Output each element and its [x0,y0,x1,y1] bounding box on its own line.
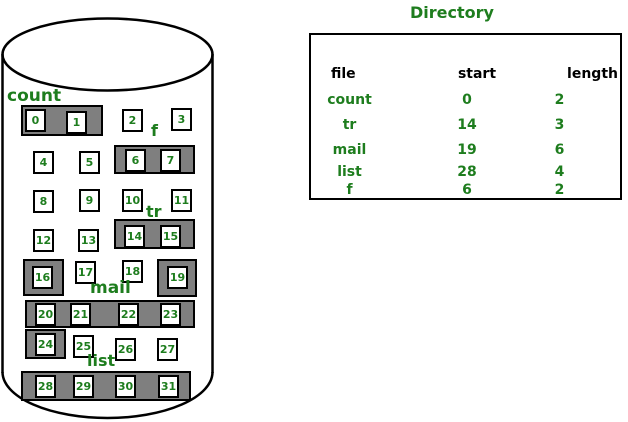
directory-row-tr: tr 14 3 [311,116,620,134]
directory-cell-file: f [346,182,353,198]
directory-cell-length: 2 [554,182,565,198]
disk-block-31: 31 [158,375,179,398]
disk-block-24: 24 [35,333,56,356]
directory-cell-start: 6 [462,182,472,198]
directory-row-f: f 6 2 [311,181,620,199]
directory-row-count: count 0 2 [311,91,620,109]
directory-header-row: file start length [311,65,620,83]
disk-block-26: 26 [115,338,136,361]
file-label-list: list [87,351,116,370]
disk-block-23: 23 [160,303,181,326]
directory-cell-start: 0 [462,92,472,108]
directory-cell-length: 2 [554,92,565,108]
directory-header-start: start [457,66,497,82]
directory-cell-file: mail [332,142,367,158]
disk-block-2: 2 [122,109,143,132]
directory-cell-start: 28 [457,164,477,180]
disk-block-13: 13 [78,229,99,252]
disk-block-12: 12 [33,229,54,252]
file-label-f: f [151,121,158,140]
directory-title: Directory [410,3,494,22]
disk-block-19: 19 [167,266,188,289]
directory-table: file start length count 0 2 tr 14 3 mail… [309,33,622,200]
disk-block-6: 6 [125,149,146,172]
disk-block-20: 20 [35,303,56,326]
directory-row-mail: mail 19 6 [311,141,620,159]
disk-block-16: 16 [32,266,53,289]
disk-block-27: 27 [157,338,178,361]
directory-header-length: length [567,66,618,82]
directory-row-list: list 28 4 [311,163,620,181]
disk-block-3: 3 [171,108,192,131]
disk-block-25: 25 [73,335,94,358]
disk-block-22: 22 [118,303,139,326]
disk-block-8: 8 [33,190,54,213]
directory-cell-start: 19 [457,142,477,158]
file-label-tr: tr [146,202,162,221]
disk-block-15: 15 [160,225,181,248]
directory-header-file: file [331,66,356,82]
directory-cell-length: 6 [554,142,565,158]
disk-block-5: 5 [79,151,100,174]
disk-block-0: 0 [25,109,46,132]
file-label-count: count [7,86,62,106]
disk-block-4: 4 [33,151,54,174]
disk-block-11: 11 [171,189,192,212]
disk-block-30: 30 [115,375,136,398]
file-label-mail: mail [90,278,131,298]
disk-block-18: 18 [122,260,143,283]
directory-cell-length: 3 [554,117,565,133]
disk-block-28: 28 [35,375,56,398]
disk-block-29: 29 [73,375,94,398]
disk-block-21: 21 [70,303,91,326]
disk-block-17: 17 [75,261,96,284]
directory-cell-file: tr [342,117,357,133]
directory-cell-file: count [327,92,372,108]
disk-block-9: 9 [79,189,100,212]
disk-block-1: 1 [66,111,87,134]
disk-block-14: 14 [124,225,145,248]
directory-cell-length: 4 [554,164,565,180]
directory-cell-start: 14 [457,117,477,133]
disk-block-7: 7 [160,149,181,172]
disk-block-10: 10 [122,189,143,212]
allocation-square-block-19 [157,259,197,297]
directory-cell-file: list [337,164,362,180]
